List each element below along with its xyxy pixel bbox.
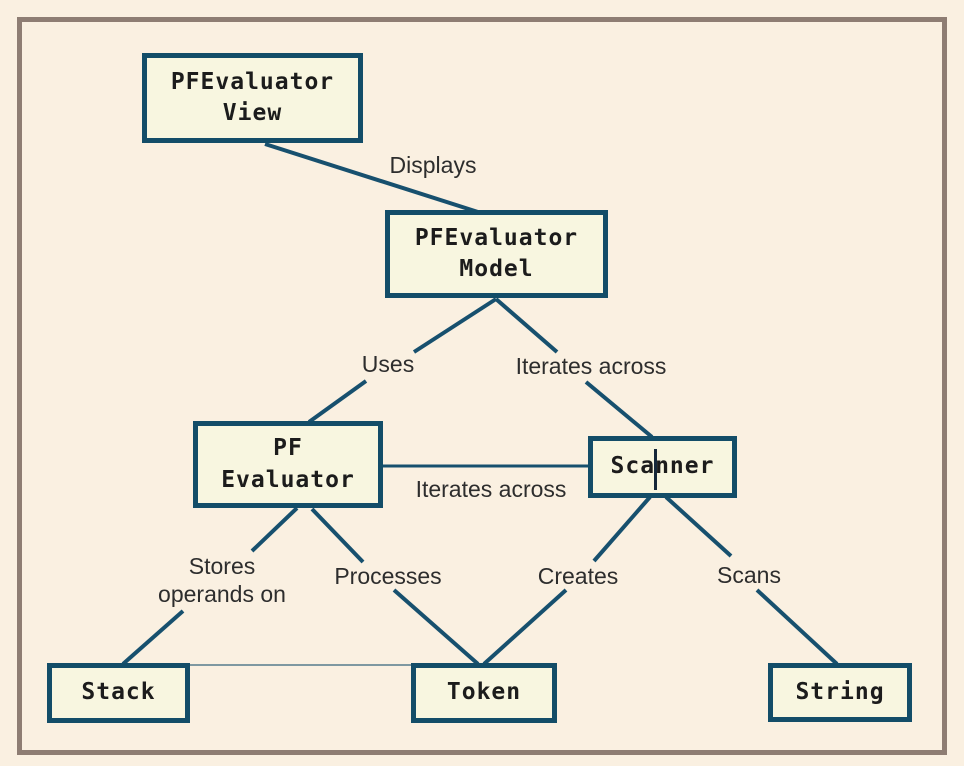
node-label: Token bbox=[446, 679, 522, 706]
node-pfevaluator-view: PFEvaluator View bbox=[142, 53, 363, 143]
connector-creates-token bbox=[482, 588, 568, 666]
edge-label-scans: Scans bbox=[717, 561, 781, 588]
text-cursor bbox=[654, 449, 657, 490]
edge-label-processes: Processes bbox=[334, 562, 442, 589]
node-pfevaluator-model: PFEvaluator Model bbox=[385, 210, 608, 298]
connector-pfevaluator-stores bbox=[250, 506, 299, 553]
node-label: Evaluator bbox=[221, 466, 355, 493]
connector-scanner-creates bbox=[592, 495, 652, 563]
node-string: String bbox=[768, 663, 912, 722]
edge-label-uses: Uses bbox=[361, 350, 415, 377]
edge-label-iterates-across-model: Iterates across bbox=[515, 352, 667, 379]
edge-label-stores-operands-on: Stores operands on bbox=[158, 552, 286, 608]
edge-label-line: Stores bbox=[188, 552, 256, 579]
node-scanner: Scanner bbox=[588, 436, 737, 498]
connector-scans-string bbox=[755, 588, 839, 666]
connector-model-uses bbox=[412, 297, 498, 354]
connector-stores-stack bbox=[121, 609, 185, 666]
node-label: PFEvaluator bbox=[414, 224, 579, 251]
node-label: Scanner bbox=[610, 453, 715, 480]
node-label: PF bbox=[273, 435, 303, 462]
connector-processes-token bbox=[392, 588, 480, 666]
node-token: Token bbox=[411, 663, 557, 723]
edge-label-displays: Displays bbox=[389, 151, 477, 178]
node-stack: Stack bbox=[47, 663, 190, 723]
connector-displays bbox=[264, 142, 479, 214]
node-label: Model bbox=[459, 256, 534, 282]
connector-model-iterates bbox=[494, 297, 559, 354]
edge-label-iterates-across-pf: Iterates across bbox=[415, 475, 567, 502]
connector-uses-pfevaluator bbox=[307, 379, 368, 424]
node-label: PFEvaluator bbox=[170, 68, 335, 95]
node-label: Stack bbox=[81, 679, 156, 706]
connector-pfevaluator-processes bbox=[310, 507, 365, 564]
node-label: View bbox=[222, 100, 283, 126]
edge-label-line: operands on bbox=[158, 581, 286, 607]
edge-label-creates: Creates bbox=[537, 562, 619, 589]
diagram-frame bbox=[17, 17, 947, 755]
node-pf-evaluator: PF Evaluator bbox=[193, 421, 383, 508]
connector-scanner-scans bbox=[664, 495, 733, 558]
connector-iterates-scanner bbox=[584, 380, 654, 439]
node-label: String bbox=[795, 678, 885, 705]
